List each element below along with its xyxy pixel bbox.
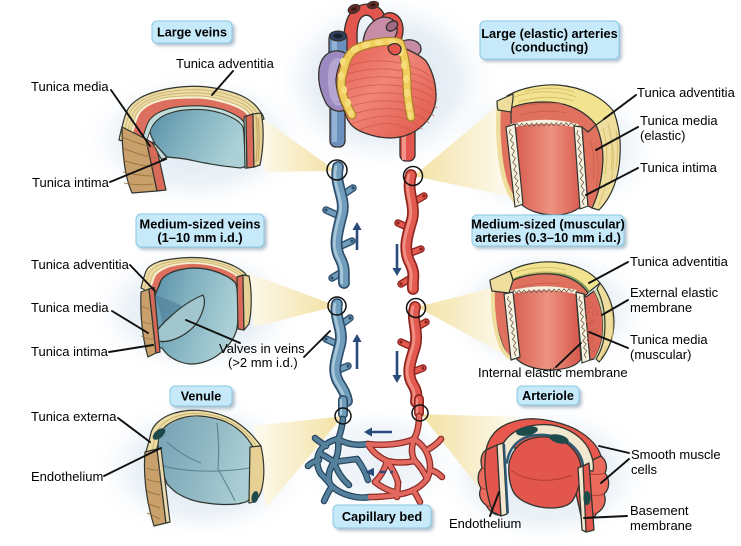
- svg-text:Large veins: Large veins: [157, 26, 227, 40]
- svg-text:Tunica adventitia: Tunica adventitia: [630, 254, 729, 269]
- svg-text:(muscular): (muscular): [630, 347, 691, 362]
- svg-text:Arteriole: Arteriole: [522, 389, 574, 403]
- svg-text:Tunica intima: Tunica intima: [640, 160, 718, 175]
- svg-text:arteries (0.3–10 mm i.d.): arteries (0.3–10 mm i.d.): [475, 230, 621, 245]
- svg-text:Tunica media: Tunica media: [640, 113, 718, 128]
- svg-text:Tunica intima: Tunica intima: [32, 175, 110, 190]
- svg-text:Smooth muscle: Smooth muscle: [631, 447, 721, 462]
- svg-text:Tunica adventitia: Tunica adventitia: [637, 85, 736, 100]
- svg-text:External elastic: External elastic: [630, 285, 719, 300]
- svg-text:Tunica intima: Tunica intima: [31, 344, 109, 359]
- svg-text:Tunica media: Tunica media: [31, 300, 109, 315]
- svg-text:Tunica externa: Tunica externa: [31, 409, 117, 424]
- svg-text:membrane: membrane: [630, 300, 692, 315]
- svg-text:cells: cells: [631, 462, 658, 477]
- svg-text:membrane: membrane: [630, 518, 692, 533]
- svg-text:Medium-sized veins: Medium-sized veins: [140, 216, 261, 231]
- svg-text:Valves in veins: Valves in veins: [219, 341, 305, 356]
- svg-text:(conducting): (conducting): [511, 39, 588, 54]
- svg-text:Large (elastic) arteries: Large (elastic) arteries: [481, 26, 618, 41]
- svg-text:(1–10 mm i.d.): (1–10 mm i.d.): [157, 230, 242, 245]
- svg-text:(elastic): (elastic): [640, 128, 686, 143]
- svg-text:Endothelium: Endothelium: [31, 469, 103, 484]
- svg-text:Tunica adventitia: Tunica adventitia: [176, 56, 275, 71]
- svg-text:Medium-sized (muscular): Medium-sized (muscular): [471, 216, 625, 231]
- svg-text:Tunica media: Tunica media: [630, 332, 708, 347]
- svg-text:Tunica adventitia: Tunica adventitia: [31, 257, 130, 272]
- svg-text:(>2 mm i.d.): (>2 mm i.d.): [228, 355, 298, 370]
- svg-text:Tunica media: Tunica media: [31, 79, 109, 94]
- svg-text:Internal elastic membrane: Internal elastic membrane: [478, 365, 628, 380]
- svg-text:Capillary bed: Capillary bed: [342, 509, 422, 524]
- svg-text:Basement: Basement: [630, 503, 689, 518]
- svg-text:Endothelium: Endothelium: [449, 516, 521, 531]
- svg-text:Venule: Venule: [181, 390, 222, 404]
